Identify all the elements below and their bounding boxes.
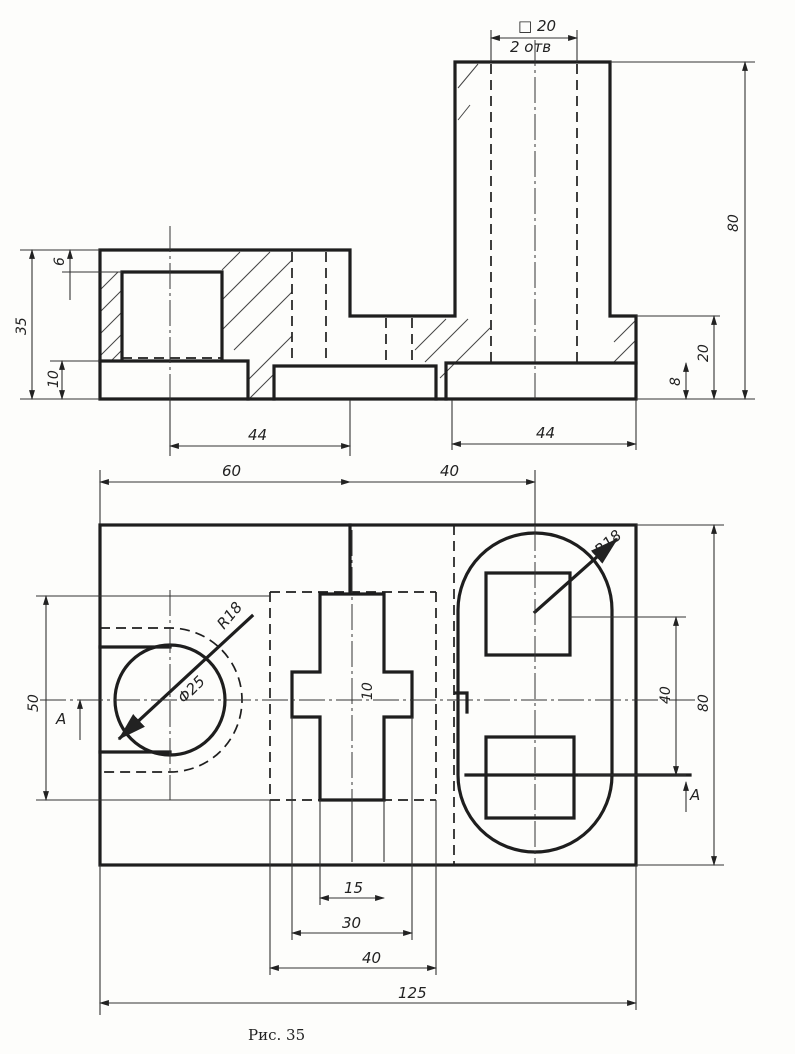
- front-slot-left: [272, 364, 438, 401]
- top-view: 60 40 R18 Φ25 R18: [26, 462, 724, 1015]
- dim-30: 30: [342, 914, 361, 932]
- dim-phi25: Φ25: [174, 672, 209, 707]
- dim-r18-right: R18: [591, 526, 625, 559]
- dim-125: 125: [398, 984, 427, 1002]
- dim-44-right: 44: [536, 424, 555, 442]
- section-hatching: [99, 63, 637, 399]
- dim-40-right: 40: [658, 686, 674, 704]
- dim-40-bottom: 40: [362, 949, 381, 967]
- section-label-right: A: [689, 786, 700, 804]
- dim-10: 10: [360, 682, 376, 700]
- dim-50: 50: [26, 694, 42, 712]
- dim-8-height: 8: [668, 377, 684, 386]
- dim-40-top: 40: [440, 462, 459, 480]
- front-counterbore: [120, 270, 224, 360]
- dim-holes-count: 2 отв: [510, 38, 551, 56]
- front-outline: [98, 60, 638, 401]
- front-inner-left: [98, 359, 250, 401]
- dim-15: 15: [344, 879, 363, 897]
- dim-60: 60: [222, 462, 241, 480]
- hidden-slot: [269, 591, 437, 801]
- top-outline: [98, 523, 638, 867]
- left-round-feature: R18 Φ25: [98, 598, 255, 773]
- right-oblong-slot: R18: [456, 526, 625, 854]
- section-cut: [453, 691, 469, 714]
- dim-6-height: 6: [52, 257, 68, 266]
- front-view: □ 20 2 отв 80 20 8 35 6 10 44 44: [14, 17, 755, 456]
- dim-35-height: 35: [14, 317, 30, 335]
- front-inner-right: [444, 361, 638, 401]
- dim-80-right: 80: [696, 694, 712, 712]
- dim-10-height: 10: [46, 370, 62, 388]
- dim-20-height: 20: [696, 344, 712, 362]
- dim-80-height: 80: [726, 214, 742, 232]
- figure-caption: Рис. 35: [248, 1026, 305, 1044]
- dim-hole-square: □ 20: [518, 17, 556, 35]
- dim-44-left: 44: [248, 426, 267, 444]
- section-label-left: A: [55, 710, 66, 728]
